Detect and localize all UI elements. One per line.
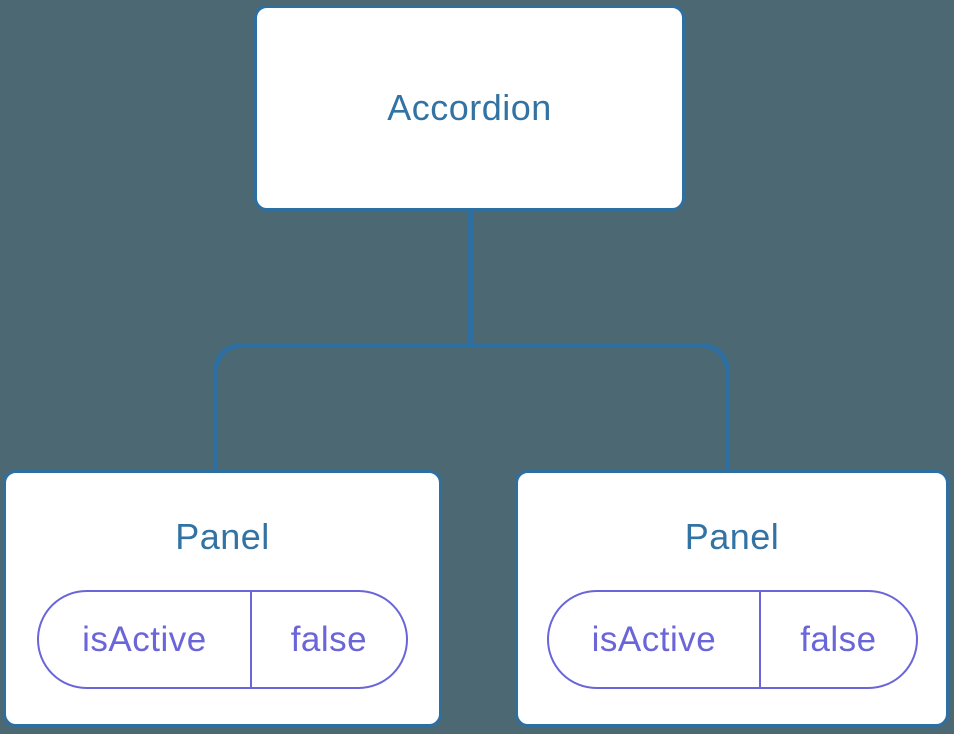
state-key: isActive — [39, 592, 252, 688]
tree-connector-stem — [468, 209, 473, 346]
state-value: false — [290, 619, 368, 659]
state-pill: isActive false — [37, 590, 408, 690]
node-label: Accordion — [387, 87, 552, 129]
node-label: Panel — [175, 516, 270, 557]
tree-connector-bracket — [213, 343, 730, 470]
component-node-panel-1: Panel isActive false — [3, 470, 442, 727]
component-node-panel-2: Panel isActive false — [515, 470, 949, 727]
component-node-accordion: Accordion — [254, 5, 685, 211]
state-value: false — [800, 619, 877, 659]
node-label: Panel — [684, 516, 780, 557]
state-pill: isActive false — [546, 590, 918, 690]
state-key: isActive — [549, 592, 762, 688]
